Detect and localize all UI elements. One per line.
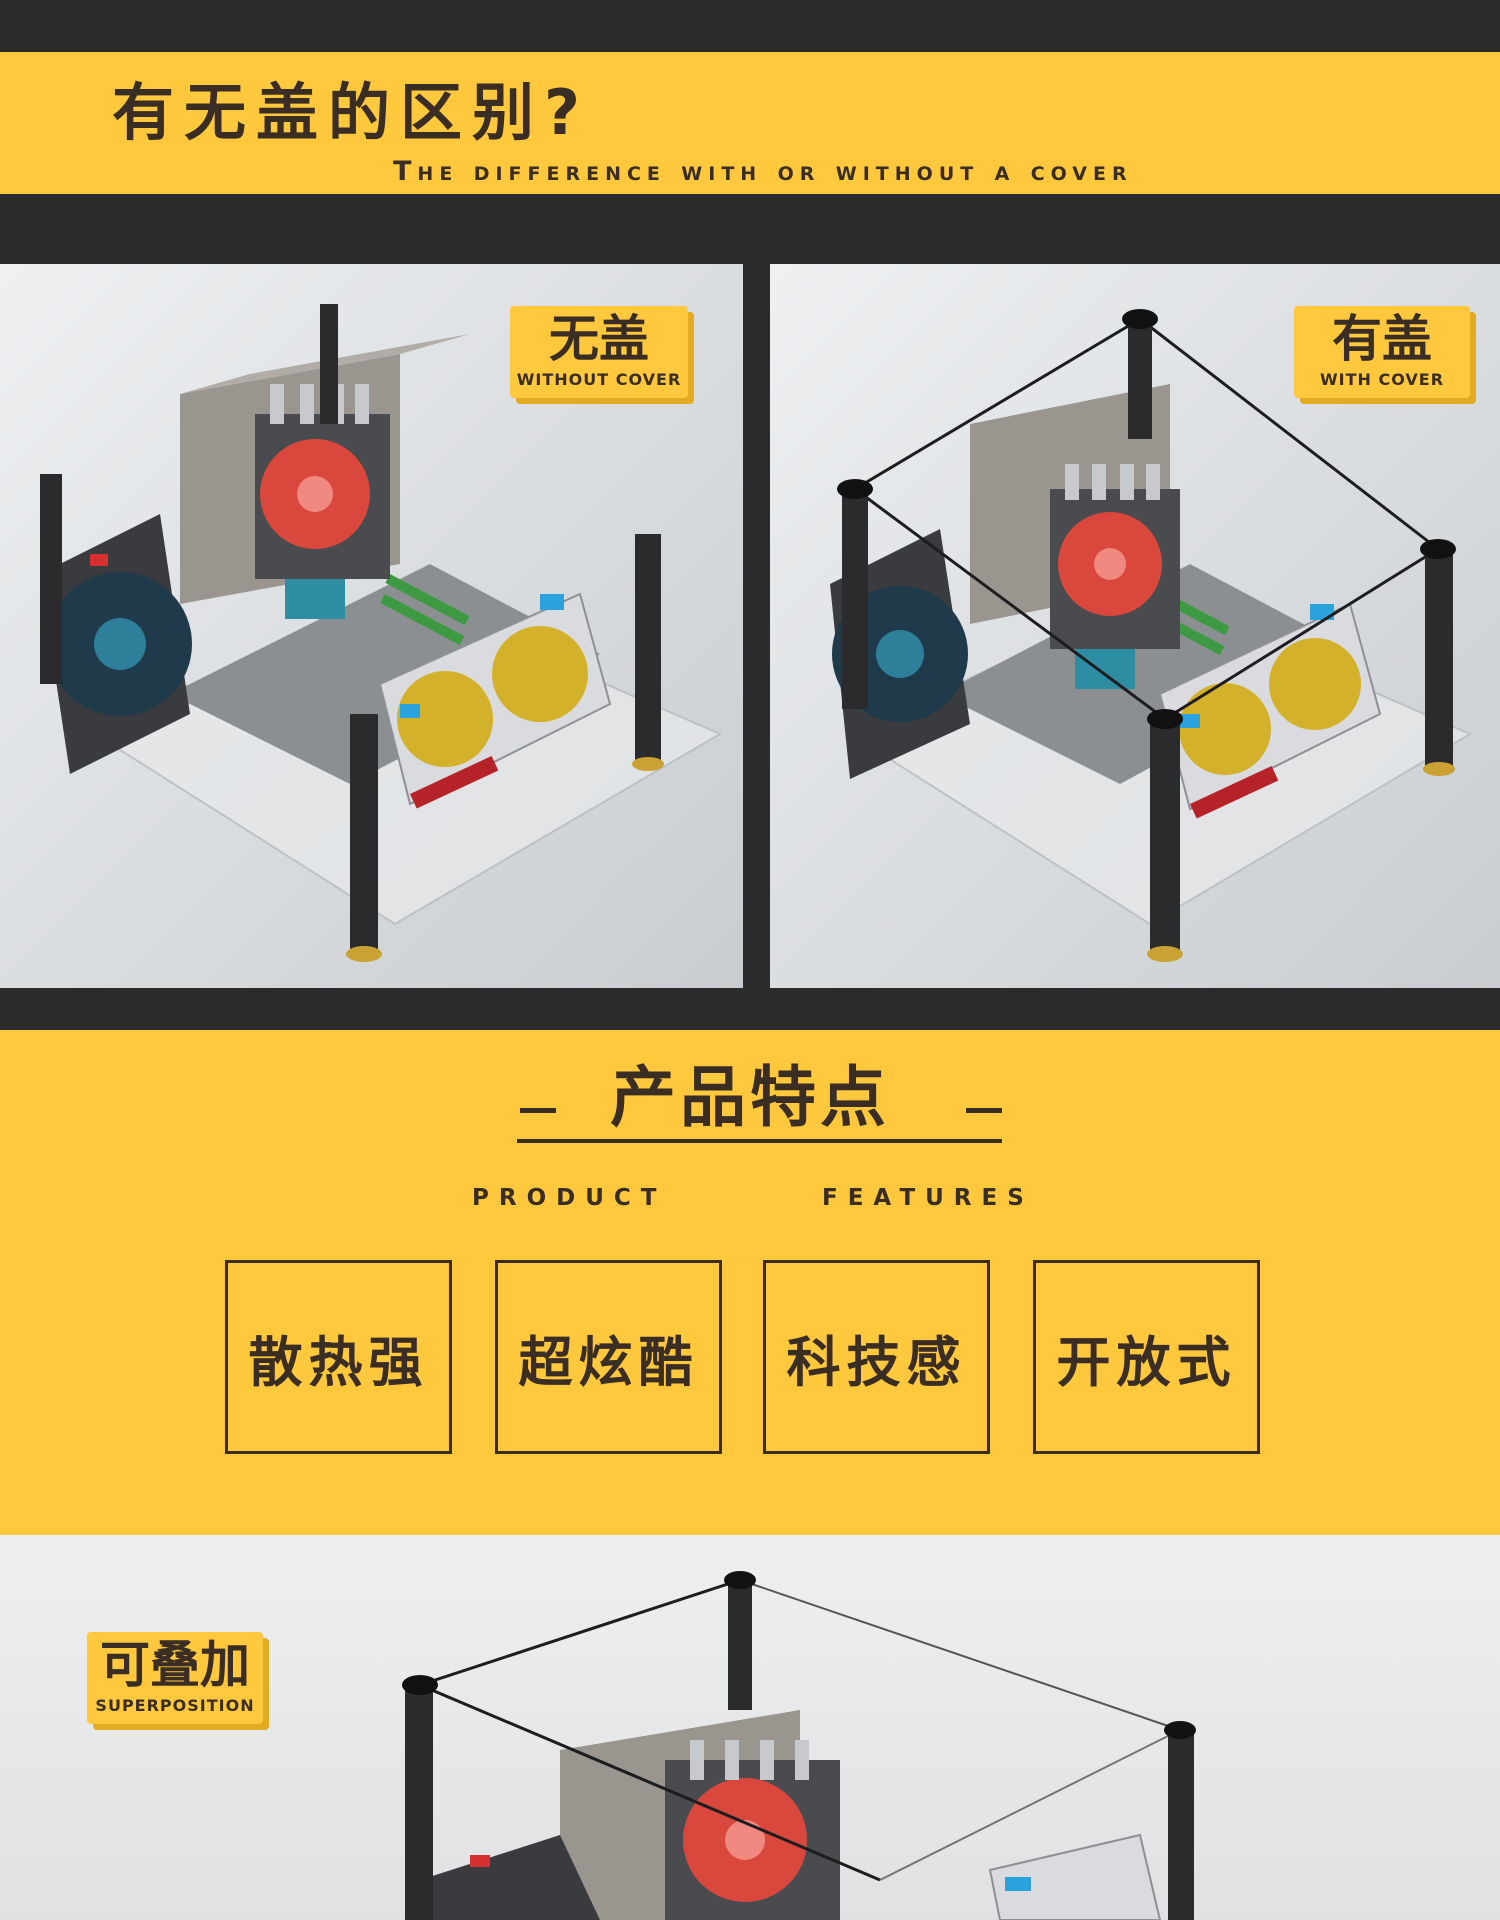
feature-box-open-design: 开放式 bbox=[1033, 1260, 1260, 1454]
dark-gap-band bbox=[0, 194, 1500, 264]
pc-case-covered-illustration bbox=[830, 309, 1473, 962]
feature-box-cool-look: 超炫酷 bbox=[495, 1260, 722, 1454]
title-band bbox=[0, 52, 1500, 194]
pc-case-open-illustration bbox=[40, 304, 723, 962]
features-subtitle-features: FEATURES bbox=[822, 1185, 1034, 1211]
feature-box-heat-dissipation: 散热强 bbox=[225, 1260, 452, 1454]
dark-divider-band bbox=[0, 988, 1500, 1030]
features-section bbox=[0, 1030, 1500, 1535]
top-dark-band bbox=[0, 0, 1500, 52]
badge-cn: 有盖 bbox=[1332, 310, 1432, 368]
title-dash-left bbox=[520, 1108, 556, 1113]
pc-case-stacked-illustration bbox=[402, 1571, 1196, 1920]
section-title-en: The difference with or without a cover bbox=[393, 156, 1133, 187]
product-image-without-cover: 无盖 WITHOUT COVER bbox=[0, 264, 743, 988]
features-subtitle-product: PRODUCT bbox=[472, 1185, 667, 1211]
title-dash-right bbox=[966, 1108, 1002, 1113]
badge-cn: 无盖 bbox=[549, 310, 649, 368]
without-cover-badge: 无盖 WITHOUT COVER bbox=[510, 306, 688, 398]
section-title-cn: 有无盖的区别? bbox=[112, 76, 590, 149]
badge-en: WITHOUT COVER bbox=[516, 370, 682, 389]
with-cover-badge: 有盖 WITH COVER bbox=[1294, 306, 1470, 398]
feature-box-tech-feel: 科技感 bbox=[763, 1260, 990, 1454]
product-image-with-cover: 有盖 WITH COVER bbox=[770, 264, 1500, 988]
badge-en: SUPERPOSITION bbox=[95, 1696, 255, 1715]
badge-cn: 可叠加 bbox=[100, 1636, 250, 1694]
superposition-badge: 可叠加 SUPERPOSITION bbox=[87, 1632, 263, 1724]
badge-en: WITH COVER bbox=[1319, 370, 1445, 389]
features-title: 产品特点 bbox=[610, 1059, 890, 1136]
product-image-stackable: 可叠加 SUPERPOSITION bbox=[0, 1535, 1500, 1920]
title-underline bbox=[517, 1139, 1002, 1143]
